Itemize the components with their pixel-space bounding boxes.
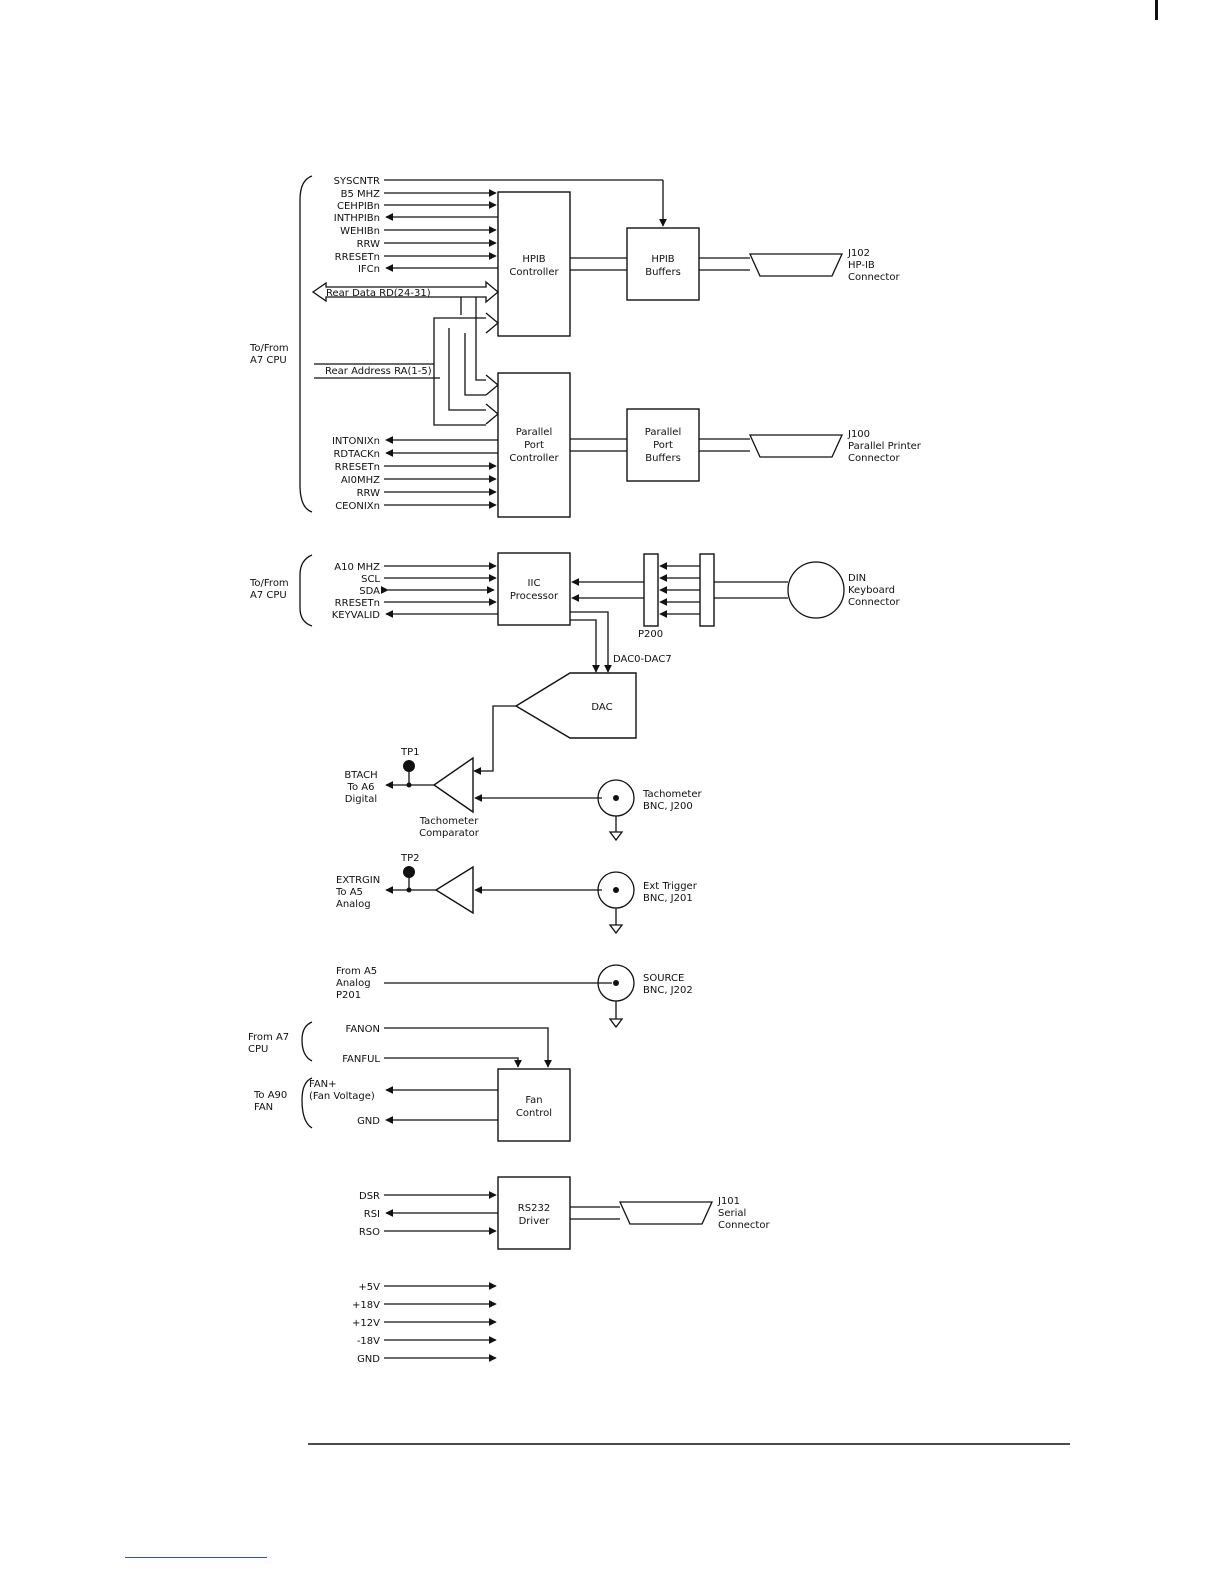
group-brace-3 <box>301 1021 313 1062</box>
signal-rsi: RSI <box>364 1209 380 1220</box>
tp2-test-point <box>403 866 415 878</box>
signal-wehibn: WEHIBn <box>340 226 380 237</box>
j101-connector-shape <box>618 1201 714 1225</box>
group-brace-1 <box>299 175 313 513</box>
signal-dsr: DSR <box>359 1191 380 1202</box>
group-brace-4 <box>301 1077 313 1129</box>
iic-processor-block <box>497 552 571 626</box>
signal-fan-plus: FAN+(Fan Voltage) <box>309 1079 375 1102</box>
signal-syscntr: SYSCNTR <box>334 176 380 187</box>
rail-gnd: GND <box>357 1354 380 1365</box>
dac-bus-label: DAC0-DAC7 <box>613 654 672 665</box>
signal-rresetn-3: RRESETn <box>335 598 380 609</box>
rail-plus12v: +12V <box>352 1318 380 1329</box>
rail-minus18v: -18V <box>357 1336 380 1347</box>
j100-connector-shape <box>748 434 844 458</box>
power-rails: +5V +18V +12V -18V GND <box>352 1282 497 1365</box>
signal-rresetn-2: RRESETn <box>335 462 380 473</box>
signal-fanon: FANON <box>345 1024 380 1035</box>
tp1-test-point <box>403 760 415 772</box>
signal-intonixn: INTONIXn <box>332 436 380 447</box>
signal-rrw: RRW <box>357 239 380 250</box>
p200-label: P200 <box>638 629 663 640</box>
signal-inthpibn: INTHPIBn <box>334 213 380 224</box>
rail-plus5v: +5V <box>358 1282 380 1293</box>
parallel-buffers-block <box>626 408 700 482</box>
parallel-signal-labels: INTONIXn RDTACKn RRESETn AI0MHZ RRW CEON… <box>332 436 380 512</box>
j102-connector-shape <box>748 253 844 277</box>
fan-signal-labels: FANON FANFUL FAN+(Fan Voltage) GND <box>309 1024 380 1127</box>
trigger-buffer-shape <box>434 865 474 915</box>
signal-ai0mhz: AI0MHZ <box>341 475 380 486</box>
rear-data-label: Rear Data RD(24-31) <box>326 288 431 299</box>
rear-address-label: Rear Address RA(1-5) <box>325 366 432 377</box>
rear-data-bus <box>311 280 500 304</box>
tachometer-comparator-shape <box>432 756 474 814</box>
tp1-label: TP1 <box>400 747 420 758</box>
signal-b5mhz: B5 MHZ <box>341 189 381 200</box>
serial-signal-labels: DSR RSI RSO <box>359 1191 380 1238</box>
signal-rdtackn: RDTACKn <box>333 449 380 460</box>
dac-block <box>514 672 637 739</box>
hpib-signal-labels: SYSCNTR B5 MHZ CEHPIBn INTHPIBn WEHIBn R… <box>334 176 380 275</box>
signal-ifcn: IFCn <box>358 264 380 275</box>
iic-signal-labels: A10 MHZ SCL SDA RRESETn KEYVALID <box>332 562 381 621</box>
signal-sda: SDA <box>359 586 380 597</box>
rail-plus18v: +18V <box>352 1300 380 1311</box>
footer-link-underline[interactable] <box>125 1557 267 1558</box>
signal-fanful: FANFUL <box>342 1054 380 1065</box>
signal-rresetn: RRESETn <box>335 252 380 263</box>
signal-scl: SCL <box>361 574 380 585</box>
top-edge-mark <box>1155 0 1158 20</box>
rs232-driver-block <box>497 1176 571 1250</box>
dac-label: DAC <box>591 702 612 713</box>
parallel-controller-block <box>497 372 571 518</box>
signal-rso: RSO <box>359 1227 380 1238</box>
din-connector-circle <box>787 561 845 619</box>
signal-keyvalid: KEYVALID <box>332 610 381 621</box>
fan-control-block <box>497 1068 571 1142</box>
hpib-controller-block <box>497 191 571 337</box>
hpib-buffers-block <box>626 227 700 301</box>
signal-ceonixn: CEONIXn <box>335 501 380 512</box>
tp2-label: TP2 <box>400 853 420 864</box>
signal-rrw-2: RRW <box>357 488 380 499</box>
p200-header-left <box>643 553 659 627</box>
signal-a10mhz: A10 MHZ <box>334 562 380 573</box>
group-brace-2 <box>299 554 313 627</box>
signal-cehpibn: CEHPIBn <box>337 201 380 212</box>
signal-gnd-fan: GND <box>357 1116 380 1127</box>
p200-header-right <box>699 553 715 627</box>
